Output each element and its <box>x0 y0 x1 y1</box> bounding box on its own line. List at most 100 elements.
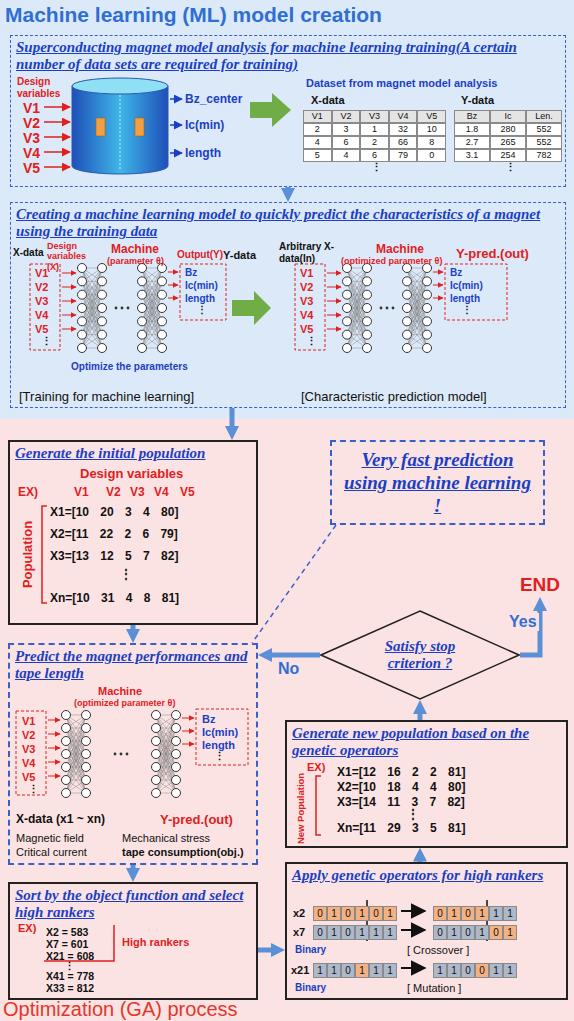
label: V3 <box>300 295 313 308</box>
neuron <box>82 724 91 733</box>
label: V4 <box>300 309 313 322</box>
label: V2 <box>23 115 40 131</box>
label: ⋮ <box>371 161 382 174</box>
weight-line <box>82 308 102 348</box>
node-text: Very fast prediction using machine learn… <box>332 448 543 517</box>
node-text: Generate the initial population <box>10 442 256 462</box>
label: X-data <box>311 94 345 107</box>
neuron <box>363 344 372 353</box>
neuron <box>423 304 432 313</box>
label: ⋮ <box>197 304 207 316</box>
ellipsis-dot <box>380 307 383 310</box>
neuron <box>158 277 167 286</box>
neuron <box>152 763 161 772</box>
neuron <box>152 724 161 733</box>
label: Design variables <box>80 467 183 482</box>
neuron <box>343 304 352 313</box>
output-arrow <box>182 744 194 745</box>
label: x7 <box>293 926 305 939</box>
label: V2 <box>106 486 121 500</box>
bit-cell: 1 <box>369 925 383 940</box>
label: V4 <box>154 486 169 500</box>
fast-prediction-callout: Very fast prediction using machine learn… <box>330 440 545 525</box>
neuron <box>158 304 167 313</box>
label: x2 <box>293 907 305 920</box>
output-arrow <box>168 285 178 286</box>
neuron <box>403 317 412 326</box>
weight-line <box>66 754 86 793</box>
decision-diamond <box>321 611 519 699</box>
label: ⋮ <box>407 808 419 822</box>
vertical-label: New Population <box>296 772 307 843</box>
bit-cell: 1 <box>327 925 341 940</box>
neuron <box>98 290 107 299</box>
neuron <box>98 330 107 339</box>
ellipsis-dot <box>121 307 124 310</box>
output-arrow <box>433 285 443 286</box>
input-arrow <box>44 136 70 138</box>
population-bracket <box>316 776 321 835</box>
label: Y-pred.(out) <box>456 247 529 262</box>
neuron <box>138 330 147 339</box>
output-arrows <box>170 99 182 153</box>
neuron <box>152 711 161 720</box>
neuron <box>98 277 107 286</box>
neuron <box>403 277 412 286</box>
label: V4 <box>35 309 48 322</box>
label: Design variables (X) <box>47 241 97 272</box>
neuron <box>343 344 352 353</box>
table-cell: 8 <box>417 136 446 149</box>
label: ⋮ <box>41 335 52 348</box>
bit-cell: 1 <box>433 963 447 978</box>
neuron <box>363 277 372 286</box>
table-cell: Bz <box>454 110 490 123</box>
label: x21 <box>291 964 309 977</box>
weight-line <box>347 308 367 348</box>
weight-line <box>407 308 427 348</box>
neuron <box>98 304 107 313</box>
output-arrow <box>182 731 194 732</box>
table-cell: 1 <box>360 123 389 136</box>
input-arrow <box>44 151 70 153</box>
table-cell: 6 <box>332 136 361 149</box>
label: [Characteristic prediction model] <box>301 390 487 405</box>
ellipsis-dot <box>127 307 130 310</box>
ga-band: Optimization (GA) processGenerate the in… <box>0 419 574 1021</box>
neuron <box>78 290 87 299</box>
label: X1=[12 16 2 2 81] <box>337 766 465 780</box>
neuron <box>62 776 71 785</box>
input-frame <box>16 711 46 795</box>
coil-section <box>135 118 144 136</box>
ml-creation-band: Machine learning (ML) model creationSupe… <box>0 0 574 419</box>
table-cell: 5 <box>303 149 332 162</box>
label: length <box>450 293 480 305</box>
ellipsis-dot <box>386 307 389 310</box>
flow-arrow <box>230 408 235 430</box>
output-arrow <box>170 152 182 154</box>
label: tape consumption(obj.) <box>122 846 244 859</box>
neuron <box>172 737 181 746</box>
input-arrow <box>327 329 341 330</box>
neuron <box>363 304 372 313</box>
table-cell: 254 <box>490 149 526 162</box>
label: ⋮ <box>505 161 516 174</box>
magnet-cylinder <box>72 86 168 174</box>
label: X2 = 583 <box>46 926 88 938</box>
edge-label: No <box>276 660 301 678</box>
label: V1 <box>74 486 89 500</box>
node-text: Superconducting magnet model analysis fo… <box>11 36 565 73</box>
neuron <box>172 724 181 733</box>
bit-cell: 1 <box>355 925 369 940</box>
label: V1 <box>35 267 48 280</box>
neuron <box>158 317 167 326</box>
label: V4 <box>22 757 35 770</box>
ellipsis-dot <box>126 753 129 756</box>
input-arrow <box>62 273 76 274</box>
label: Arbitrary X-data(In) <box>279 241 341 264</box>
label: ⋮ <box>120 568 132 582</box>
label: X7 = 601 <box>46 938 88 950</box>
label: Binary <box>295 982 326 994</box>
output-arrow <box>433 298 443 299</box>
label: Bz <box>450 267 462 279</box>
